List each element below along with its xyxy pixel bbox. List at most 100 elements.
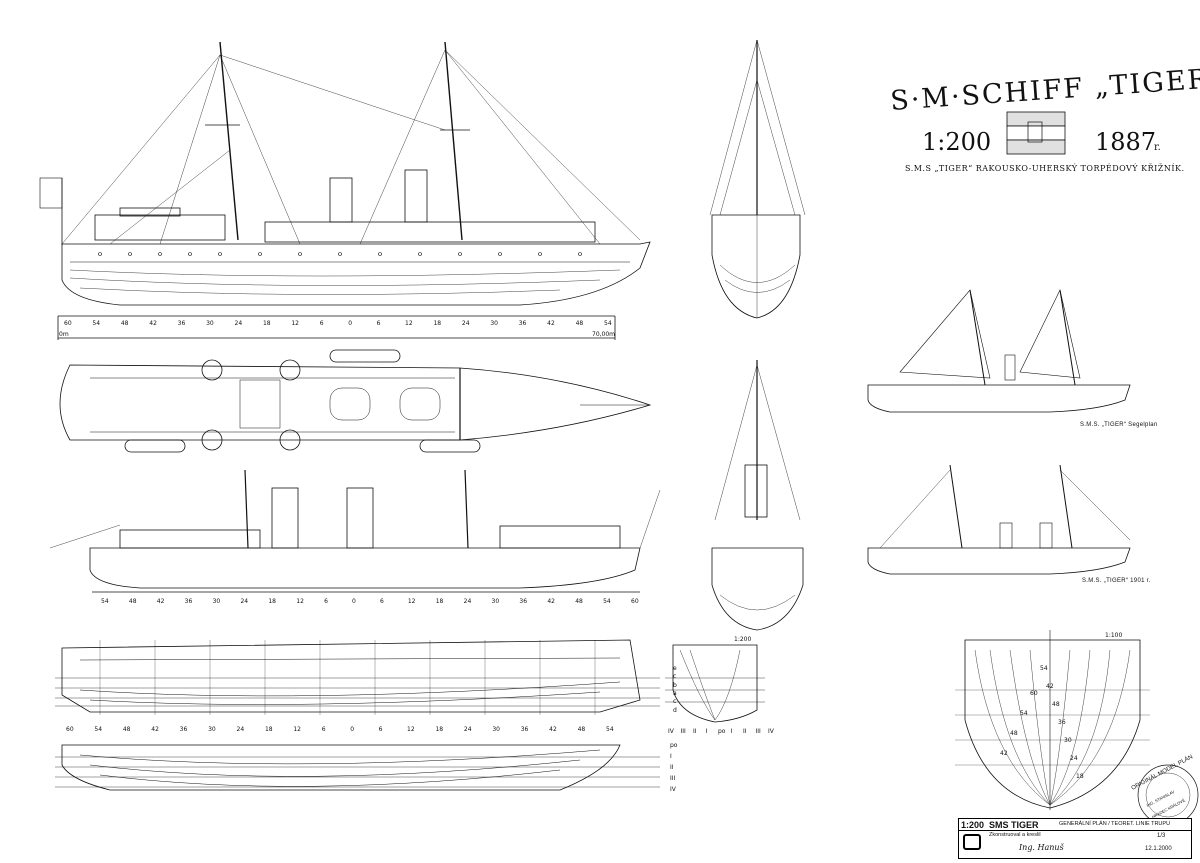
- frame-number: 30: [212, 598, 221, 605]
- frame-number: 12: [407, 726, 415, 733]
- frame-number: 60: [631, 598, 639, 605]
- frame-number: 36: [520, 726, 529, 733]
- waterline-label: a: [673, 690, 677, 697]
- buttock-label: IV: [670, 786, 676, 793]
- title-block-drawn: Zkonstruoval a kreslil: [989, 832, 1041, 838]
- body-plan-label: po: [718, 728, 726, 735]
- frame-number: 48: [575, 320, 584, 327]
- body-plan-label: II: [743, 728, 747, 735]
- body-plan-small: [665, 644, 765, 723]
- year-suffix: r.: [1154, 142, 1161, 153]
- frame-number: 0: [350, 726, 355, 733]
- frame-number: 6: [319, 320, 324, 327]
- title-block-name: SMS TIGER: [989, 820, 1039, 830]
- frame-number: 54: [603, 598, 611, 605]
- station-number: 24: [1070, 755, 1078, 762]
- year-title: 1887: [1095, 128, 1157, 156]
- half-breadth-plan: [55, 744, 660, 791]
- frame-number: 54: [606, 726, 614, 733]
- title-block-sheet: 1/3: [1157, 833, 1166, 839]
- frame-number: 36: [518, 320, 527, 327]
- body-plan-large: [955, 630, 1150, 810]
- side-1901-drawing: [867, 464, 1131, 575]
- title-block-date: 12.1.2000: [1145, 846, 1172, 852]
- frame-number: 54: [101, 598, 109, 605]
- body-plan-label: II: [693, 728, 697, 735]
- frame-number: 18: [262, 320, 271, 327]
- lines-plan-profile: [55, 639, 660, 715]
- waterline-label: b: [673, 681, 677, 689]
- title-block-desc: GENERÁLNÍ PLÁN / TEORET. LINIE TRUPU: [1059, 821, 1171, 827]
- sail-plan-drawing: [867, 289, 1131, 413]
- frame-number: 30: [490, 320, 498, 327]
- segelplan-caption: S.M.S. „TIGER“ Segelplan: [1080, 422, 1158, 428]
- tiger-1901-caption: S.M.S. „TIGER“ 1901 r.: [1082, 578, 1151, 584]
- company-logo: [963, 834, 981, 850]
- frame-number: 12: [296, 598, 304, 605]
- side-elevation-lower-drawing: [49, 469, 661, 593]
- bow-view-drawing: [709, 39, 806, 319]
- body-plan-label: I: [705, 728, 708, 735]
- small-body-plan-scale: 1:200: [734, 636, 752, 643]
- frame-number: 6: [378, 726, 383, 733]
- frame-number: 48: [575, 598, 583, 605]
- waterline-label: d: [673, 706, 677, 714]
- frame-number: 54: [604, 320, 612, 327]
- frame-number: 42: [151, 726, 159, 733]
- title-block: 1:200 SMS TIGER GENERÁLNÍ PLÁN / TEORET.…: [958, 818, 1192, 859]
- frame-number: 36: [519, 598, 528, 605]
- station-number: 48: [1010, 730, 1018, 737]
- frame-number: 48: [120, 320, 129, 327]
- flag-stripe-top: [1006, 111, 1066, 127]
- frame-number: 30: [208, 726, 216, 733]
- frame-number: 24: [236, 726, 245, 733]
- frame-number: 36: [184, 598, 193, 605]
- frame-number: 36: [177, 320, 186, 327]
- station-number: 36: [1058, 719, 1066, 726]
- frame-number: 42: [156, 598, 165, 605]
- frame-number: 24: [240, 598, 249, 605]
- frame-number: 6: [324, 598, 328, 605]
- station-number: 54: [1040, 665, 1048, 672]
- frame-number: 42: [149, 320, 157, 327]
- body-plan-label: III: [680, 728, 686, 735]
- waterline-label: c: [673, 698, 677, 706]
- frame-number: 48: [122, 726, 131, 733]
- frame-number: 42: [547, 598, 555, 605]
- frame-number: 30: [492, 726, 500, 733]
- flag-stripe-middle: [1006, 125, 1066, 141]
- frame-number: 0: [348, 320, 353, 327]
- ruler-right-label: 70,00m: [592, 331, 616, 338]
- title-block-signature: Ing. Hanuš: [1019, 843, 1064, 852]
- frame-number: 0: [352, 598, 356, 605]
- frame-number: 48: [577, 726, 586, 733]
- station-number: 42: [1000, 750, 1008, 757]
- frame-number: 24: [234, 320, 243, 327]
- frame-number: 30: [206, 320, 214, 327]
- frame-number: 48: [128, 598, 137, 605]
- frame-number: 24: [463, 598, 472, 605]
- frame-number: 6: [321, 726, 326, 733]
- frame-number: 6: [376, 320, 381, 327]
- frame-number: 60: [66, 726, 74, 733]
- buttock-label: po: [670, 742, 678, 749]
- station-number: 54: [1020, 710, 1028, 717]
- frame-number: 12: [293, 726, 301, 733]
- body-plan-label: IV: [768, 728, 774, 735]
- body-plan-label: I: [730, 728, 733, 735]
- frame-number: 42: [547, 320, 555, 327]
- frame-number: 12: [407, 598, 416, 605]
- station-number: 30: [1064, 737, 1072, 744]
- frame-number: 18: [433, 320, 442, 327]
- stern-view-drawing: [711, 360, 804, 631]
- deck-plan-drawing: [59, 349, 652, 453]
- frame-number: 18: [435, 726, 444, 733]
- buttock-label: III: [670, 775, 676, 782]
- station-number: 60: [1030, 690, 1038, 697]
- frame-number: 24: [461, 320, 470, 327]
- waterline-label: c: [673, 673, 677, 681]
- frame-number: 60: [64, 320, 72, 327]
